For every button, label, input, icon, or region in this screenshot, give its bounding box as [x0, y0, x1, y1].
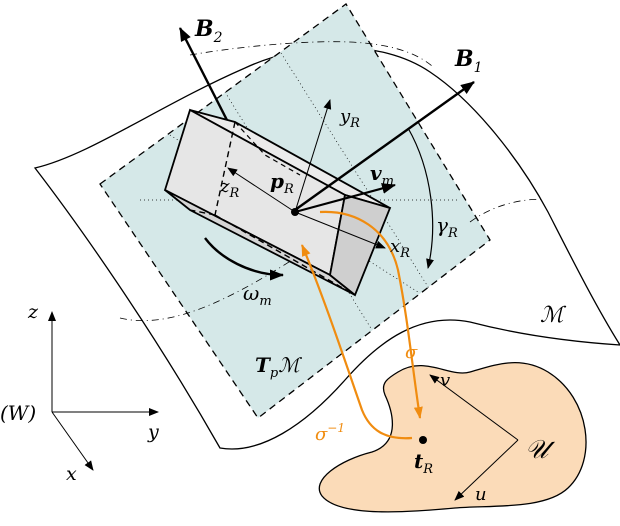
omega-m-label: ωm	[243, 281, 272, 309]
b2-arrow	[178, 27, 234, 131]
t-r-label: tR	[414, 449, 433, 477]
z-axis-label: z	[27, 301, 39, 323]
u-label: u	[475, 484, 487, 505]
v-label: v	[440, 370, 450, 391]
y-r-label: yR	[339, 106, 360, 131]
t-r-point	[419, 436, 427, 444]
robot-body	[163, 108, 392, 297]
world-frame	[48, 311, 159, 471]
p-r-point	[291, 208, 299, 216]
parameter-region	[318, 361, 587, 513]
b1-arrow	[294, 81, 475, 211]
manifold-label: ℳ	[540, 303, 567, 328]
z-r-label: zR	[219, 176, 239, 201]
gamma-r-arc	[407, 127, 434, 269]
tangent-plane-label: Tpℳ	[255, 353, 302, 381]
sigma-inverse-arrow	[300, 244, 413, 440]
y-axis-label: y	[147, 421, 159, 443]
b2-label: B2	[194, 16, 223, 46]
uv-axes	[429, 374, 519, 501]
x-axis-label: x	[66, 463, 77, 485]
p-r-label: pR	[270, 169, 294, 197]
sigma-label: σ	[405, 342, 418, 363]
sigma-arrow	[319, 210, 423, 419]
gamma-r-label: γR	[436, 213, 458, 241]
v-m-label: vm	[370, 161, 394, 189]
robot-frame	[227, 99, 386, 249]
world-frame-label: (W)	[0, 401, 36, 425]
b1-label: B1	[454, 46, 483, 76]
omega-m-arrow	[204, 237, 284, 281]
vm-arrow	[294, 183, 396, 214]
x-r-label: xR	[390, 236, 410, 261]
sigma-inverse-label: σ−1	[315, 421, 345, 445]
